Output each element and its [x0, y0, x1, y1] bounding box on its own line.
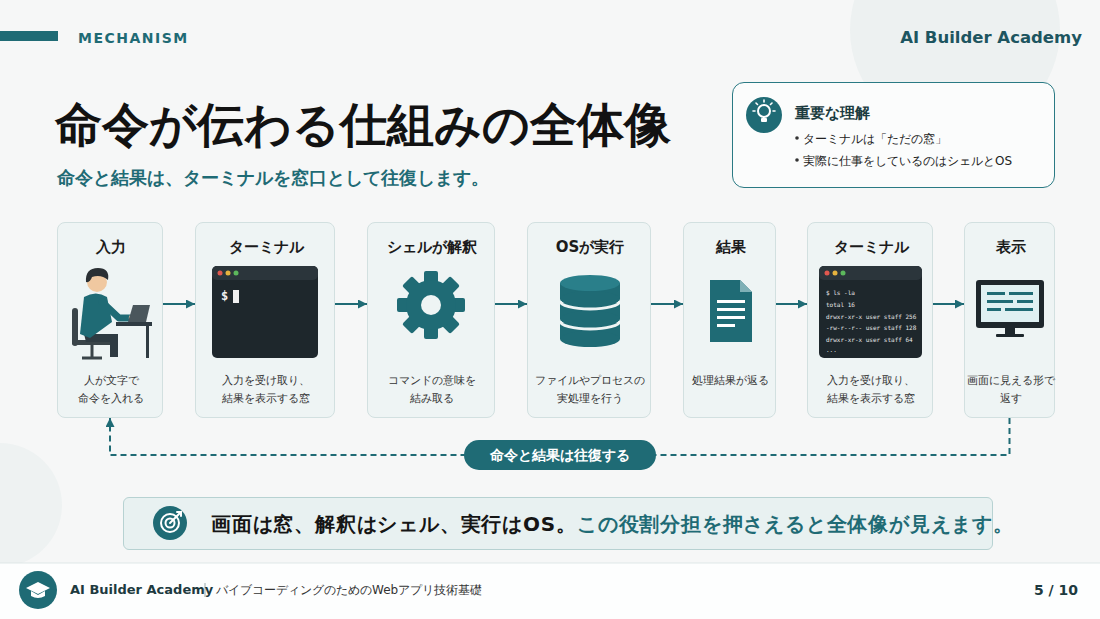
logo-cap	[26, 582, 50, 594]
process-box: 入力人が文字で 命令を入れる	[57, 222, 163, 418]
box-body: 入力を受け取り、 結果を表示する窓	[808, 372, 934, 408]
callout-bullet: ターミナルは「ただの窓」	[803, 131, 947, 147]
edge-label: 命令と結果は往復する	[464, 440, 656, 470]
accent-bar	[0, 31, 58, 41]
process-box: ターミナル入力を受け取り、 結果を表示する窓	[195, 222, 335, 418]
footer-band	[0, 563, 1100, 619]
summary-text: 画面は窓、解釈はシェル、実行はOS。	[211, 512, 577, 536]
callout-bullet: 実際に仕事をしているのはシェルとOS	[803, 153, 1012, 169]
process-box: 結果処理結果が返る	[683, 222, 776, 418]
page-number: 5 / 10	[990, 581, 1078, 599]
footer-rule	[0, 563, 1100, 564]
logo-cap-base	[31, 591, 45, 598]
box-heading: シェルが解釈	[368, 237, 496, 257]
terminal-line: ...	[826, 345, 837, 354]
box-body: 人が文字で 命令を入れる	[58, 372, 164, 408]
logo-circle	[19, 571, 57, 609]
terminal-line: -rw-r--r-- user staff 128	[826, 323, 916, 332]
summary-banner: 画面は窓、解釈はシェル、実行はOS。この役割分担を押さえると全体像が見えます。	[123, 497, 993, 550]
box-body: ファイルやプロセスの 実処理を行う	[528, 372, 652, 408]
process-box: 表示画面に見える形で 返す	[964, 222, 1055, 418]
summary-text: この役割分担を押さえると全体像が見えます。	[577, 512, 1014, 536]
deco-circle	[0, 443, 62, 567]
box-heading: 結果	[684, 237, 777, 257]
footer-brand: AI Builder Academy	[70, 582, 213, 598]
box-body: 入力を受け取り、 結果を表示する窓	[196, 372, 336, 408]
section-tag: MECHANISM	[78, 30, 189, 46]
subtitle: 命令と結果は、ターミナルを窓口として往復します。	[57, 167, 489, 189]
flow-arrow	[933, 303, 964, 305]
box-heading: OSが実行	[528, 237, 652, 257]
box-body: 画面に見える形で 返す	[965, 372, 1056, 408]
terminal-line: total 16	[826, 300, 855, 309]
flow-arrow	[335, 303, 367, 305]
box-heading: ターミナル	[196, 237, 336, 257]
brand-name: AI Builder Academy	[860, 28, 1082, 48]
flow-arrow	[163, 303, 195, 305]
box-heading: 入力	[58, 237, 164, 257]
terminal-line: drwxr-xr-x user staff 64	[826, 335, 913, 344]
callout-heading: 重要な理解	[795, 103, 870, 123]
process-box: シェルが解釈コマンドの意味を 結み取る	[367, 222, 495, 418]
terminal-line: $ ls -la	[826, 288, 855, 297]
flow-arrow	[495, 303, 527, 305]
flow-arrow	[651, 303, 683, 305]
box-heading: ターミナル	[808, 237, 934, 257]
box-body: コマンドの意味を 結み取る	[368, 372, 496, 408]
slide-title: 命令が伝わる仕組みの全体像	[55, 97, 671, 153]
terminal-prompt: $	[221, 289, 228, 303]
process-box: OSが実行ファイルやプロセスの 実処理を行う	[527, 222, 651, 418]
flow-arrow	[776, 303, 807, 305]
box-body: 処理結果が返る	[684, 372, 777, 390]
box-heading: 表示	[965, 237, 1056, 257]
callout-box: 重要な理解ターミナルは「ただの窓」実際に仕事をしているのはシェルとOS	[732, 82, 1055, 188]
terminal-line: drwxr-xr-x user staff 256	[826, 312, 916, 321]
footer-course: バイブコーディングのためのWebアプリ技術基礎	[216, 582, 482, 598]
